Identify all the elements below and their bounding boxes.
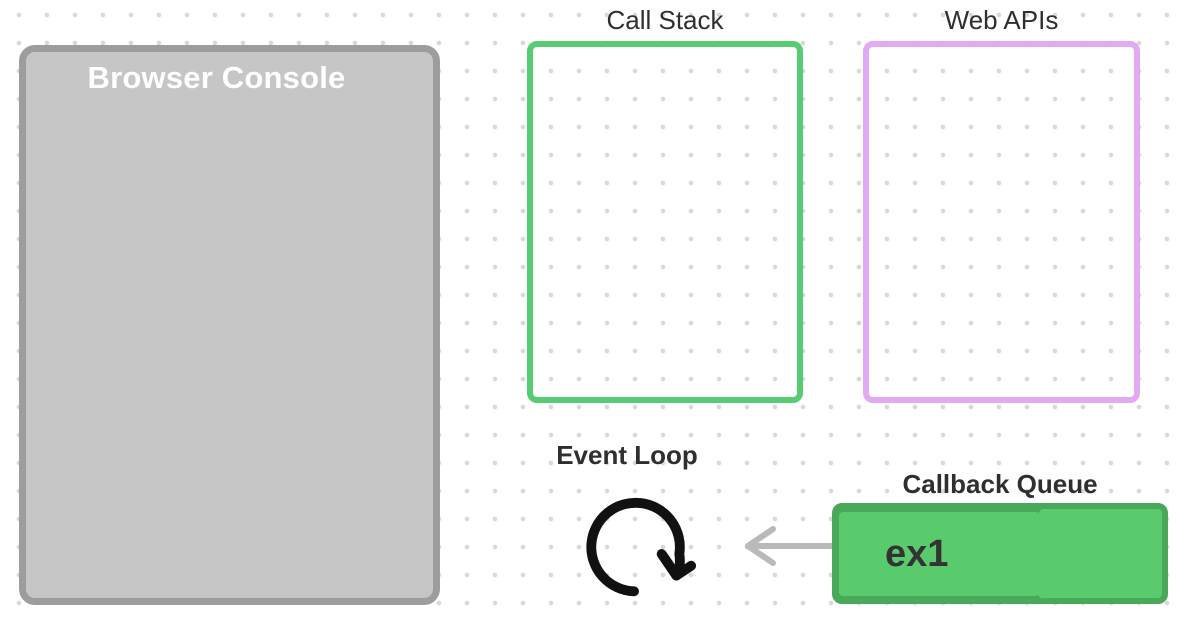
callback-queue-label: Callback Queue	[902, 469, 1098, 499]
call-stack-label: Call Stack	[606, 5, 724, 35]
browser-console-title: Browser Console	[87, 60, 346, 95]
event-loop-label: Event Loop	[556, 440, 698, 470]
web-apis-label: Web APIs	[944, 5, 1059, 35]
rotate-clockwise-icon	[586, 497, 697, 597]
web-apis-panel	[863, 41, 1140, 403]
browser-console-panel: Browser Console	[19, 45, 440, 605]
callback-queue-item: ex1	[833, 506, 1045, 602]
callback-queue-item-label: ex1	[885, 532, 949, 575]
call-stack-panel	[527, 41, 803, 403]
